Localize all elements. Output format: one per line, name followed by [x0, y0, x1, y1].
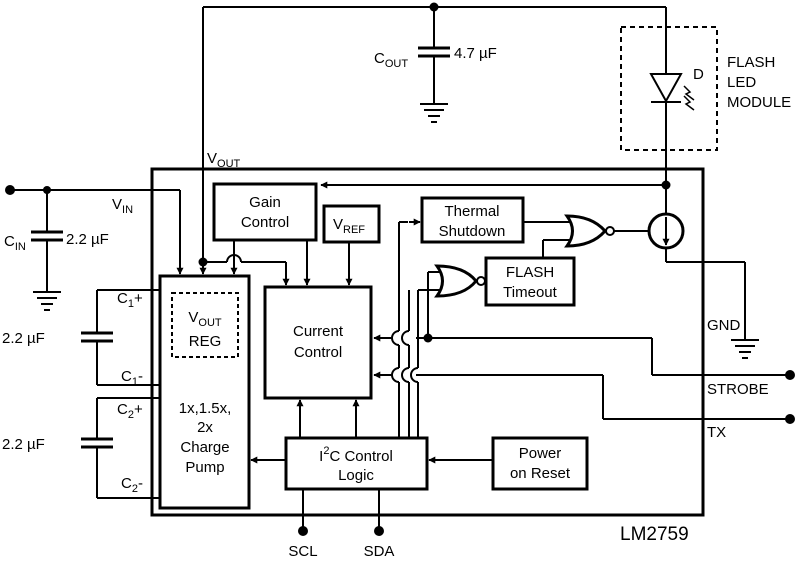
vin-net-label: VIN — [112, 196, 133, 216]
vref-label: VREF — [333, 216, 365, 236]
thermal-line2: Shutdown — [439, 223, 506, 240]
chip-name: LM2759 — [620, 524, 689, 545]
c1-plus-pin: C1+ — [117, 290, 143, 310]
cout-node — [429, 2, 439, 12]
nor-gate-bottom-icon — [434, 264, 486, 298]
i2c-line2: Logic — [338, 467, 374, 484]
flash-module-line1: FLASH — [727, 54, 775, 71]
c2-plus-pin: C2+ — [117, 401, 143, 421]
current-control-line1: Current — [293, 323, 344, 340]
vout-reg-line2: REG — [189, 333, 222, 350]
ic-outline — [150, 167, 705, 517]
pin-scl: SCL — [288, 543, 317, 560]
cout-value: 4.7 µF — [454, 45, 497, 62]
vout-net-label: VOUT — [207, 150, 241, 170]
charge-pump-line1: 1x,1.5x, — [179, 400, 232, 417]
flash-module-line2: LED — [727, 74, 756, 91]
flash-timeout-line2: Timeout — [503, 284, 557, 301]
pin-gnd: GND — [707, 317, 741, 334]
cin-value: 2.2 µF — [66, 231, 109, 248]
current-control-line2: Control — [294, 344, 342, 361]
gain-control-line2: Control — [241, 214, 289, 231]
power-on-reset-block — [491, 436, 589, 491]
i2c-line1: I2C Control — [319, 445, 393, 465]
c1-minus-pin: C1- — [121, 368, 143, 388]
c2-minus-pin: C2- — [121, 475, 143, 495]
cout-label: COUT — [374, 50, 408, 70]
current-control-block — [263, 285, 373, 400]
flash-timeout-block — [484, 256, 576, 307]
charge-pump-line4: Pump — [185, 459, 224, 476]
thermal-line1: Thermal — [444, 203, 499, 220]
vout-reg-label: VOUT — [188, 309, 222, 329]
vref-block — [322, 204, 381, 244]
c1-network — [81, 289, 160, 386]
flash-timeout-line1: FLASH — [506, 264, 554, 281]
diode-label: D — [693, 66, 704, 83]
pin-sda: SDA — [364, 543, 395, 560]
charge-pump-line3: Charge — [180, 439, 229, 456]
pin-strobe: STROBE — [707, 381, 769, 398]
strobe-terminal — [785, 370, 795, 380]
cin-label: CIN — [4, 233, 26, 253]
scl-terminal — [298, 526, 308, 536]
nor-gate-top-icon — [564, 214, 615, 248]
sda-terminal — [374, 526, 384, 536]
tx-terminal — [785, 414, 795, 424]
led-diode-icon — [649, 7, 695, 213]
thermal-shutdown-block — [420, 196, 525, 244]
vout-reg-block — [171, 292, 239, 358]
c2-value: 2.2 µF — [2, 436, 45, 453]
charge-pump-line2: 2x — [197, 419, 213, 436]
c1-value: 2.2 µF — [2, 330, 45, 347]
c2-network — [81, 397, 160, 499]
pin-tx: TX — [707, 424, 726, 441]
flash-led-module-box — [620, 26, 718, 151]
gain-control-line1: Gain — [249, 194, 281, 211]
charge-pump-block — [158, 274, 251, 510]
por-line2: on Reset — [510, 465, 571, 482]
flash-module-line3: MODULE — [727, 94, 791, 111]
gain-control-block — [212, 182, 318, 242]
por-line1: Power — [519, 445, 562, 462]
